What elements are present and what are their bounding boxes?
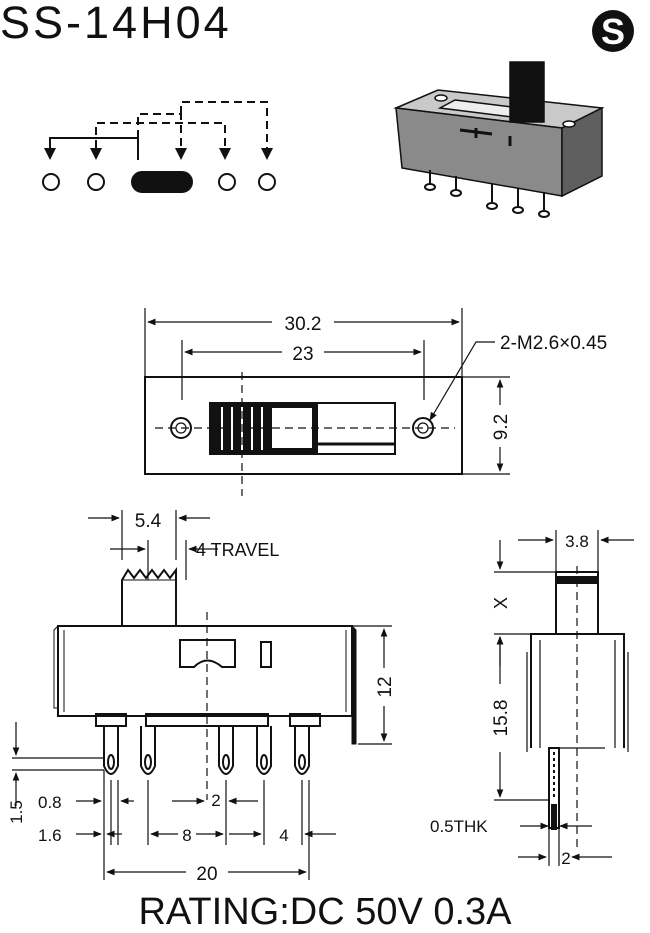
side-view — [494, 530, 634, 866]
top-view — [144, 308, 510, 496]
dim-thickness: 0.5THK — [430, 817, 488, 836]
schematic-terminal-4 — [218, 173, 236, 191]
dim-pin-1-5: 1.5 — [7, 800, 26, 824]
dim-overall-length: 30.2 — [285, 314, 322, 335]
dim-side-body: 15.8 — [491, 700, 512, 737]
schematic-contact-bar — [131, 171, 193, 193]
schematic-terminal-5 — [258, 173, 276, 191]
front-view-knob — [121, 567, 177, 626]
dim-pin-8: 8 — [182, 826, 191, 845]
switch-photo — [393, 61, 605, 218]
part-number-title: SS-14H04 — [0, 0, 232, 48]
dim-hole-spacing: 23 — [292, 344, 313, 365]
dim-pin-2: 2 — [211, 791, 220, 810]
side-view-body — [530, 633, 625, 748]
schematic-terminal-2 — [87, 173, 105, 191]
front-view — [12, 510, 392, 880]
rating-label: RATING:DC 50V 0.3A — [138, 891, 512, 933]
dim-top-width: 9.2 — [491, 414, 512, 440]
dim-side-x: X — [491, 597, 511, 609]
hole-callout: 2-M2.6×0.45 — [500, 333, 607, 354]
logo-s-mark: S — [592, 10, 634, 52]
dim-side-pin: 2 — [561, 849, 570, 868]
dim-side-knob: 3.8 — [565, 532, 589, 551]
switch-schematic — [42, 101, 276, 193]
dim-pin-20: 20 — [196, 864, 217, 885]
front-view-pins — [103, 726, 310, 775]
logo-letter: S — [601, 11, 625, 52]
dim-knob-width: 5.4 — [135, 511, 162, 532]
dim-pin-1-6: 1.6 — [38, 826, 62, 845]
dim-pin-4: 4 — [279, 826, 288, 845]
top-view-outline — [144, 376, 463, 475]
dim-travel: 4 TRAVEL — [196, 540, 279, 560]
dim-body-height: 12 — [375, 676, 396, 697]
dim-pin-0-8: 0.8 — [38, 793, 62, 812]
photo-actuator — [509, 61, 545, 123]
schematic-terminal-1 — [42, 173, 60, 191]
